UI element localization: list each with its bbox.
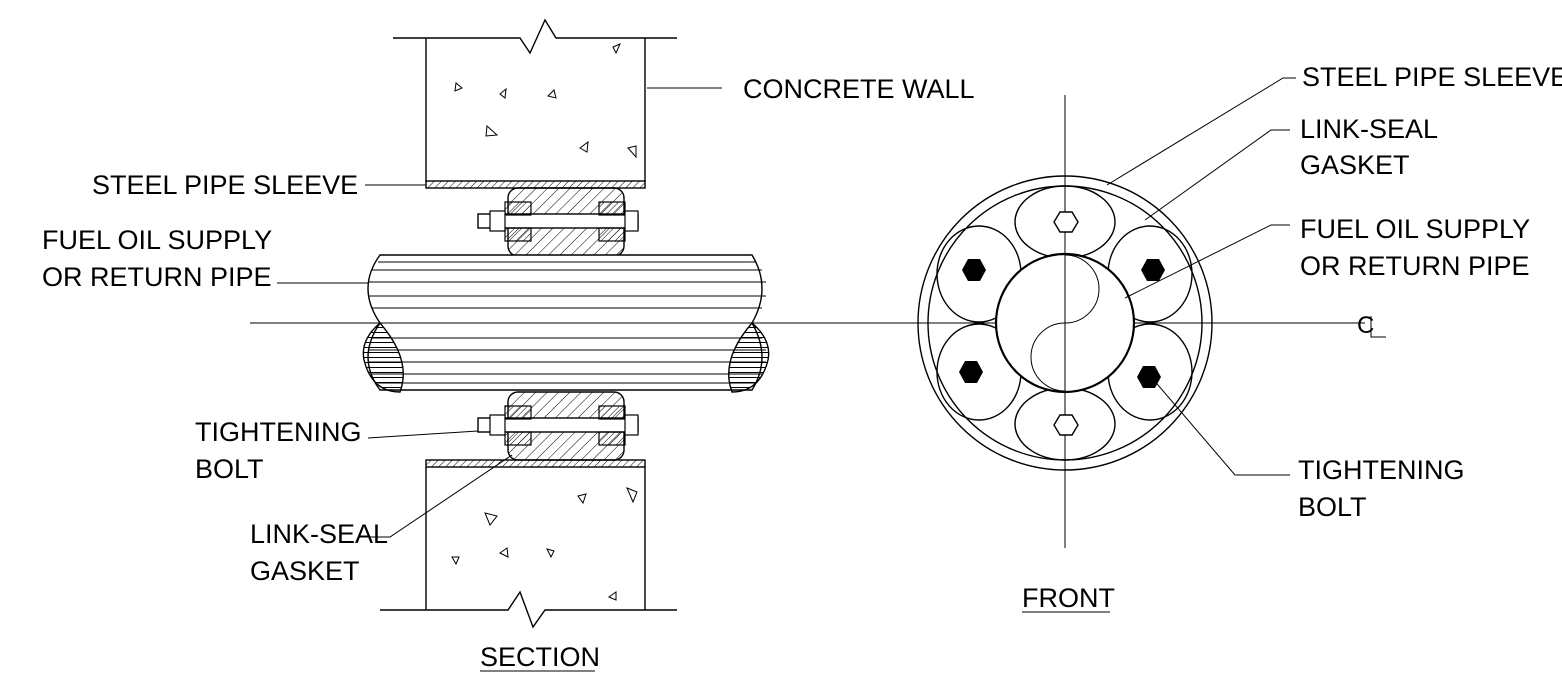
- steel-pipe-sleeve-front-label: STEEL PIPE SLEEVE: [1302, 62, 1562, 92]
- fuel-oil-section-label-line1: FUEL OIL SUPPLY: [42, 225, 272, 255]
- section-view: CONCRETE WALL STEEL PIPE SLEEVE FUEL OIL…: [42, 18, 975, 672]
- lower-link-seal: [477, 391, 639, 461]
- link-seal-front-label-line2: GASKET: [1300, 150, 1410, 180]
- bolt-head-lower-left: [959, 361, 983, 383]
- centerline-symbol-mark: [1370, 316, 1386, 338]
- aggregate-marks-upper: [454, 43, 637, 159]
- bolt-head-upper-right: [1141, 259, 1165, 281]
- concrete-wall-label: CONCRETE WALL: [743, 74, 975, 104]
- fuel-oil-pipe-section: [362, 254, 770, 393]
- section-leaders: [277, 87, 722, 538]
- bolt-head-upper-left: [962, 259, 986, 281]
- aggregate-marks-lower: [451, 487, 638, 601]
- centerline-symbol: C: [1357, 312, 1374, 339]
- upper-link-seal: [477, 187, 639, 257]
- tightening-bolt-front-label-line2: BOLT: [1298, 492, 1367, 522]
- hex-nut-bottom: [1053, 414, 1079, 436]
- fuel-oil-front-label-line2: OR RETURN PIPE: [1300, 251, 1530, 281]
- front-view: C STEEL PIPE SLEEVE LINK-SEAL GASKET FUE…: [917, 62, 1562, 613]
- fuel-oil-section-label-line2: OR RETURN PIPE: [42, 262, 272, 292]
- link-seal-section-label-line1: LINK-SEAL: [250, 519, 388, 549]
- lower-concrete-wall: [380, 467, 677, 629]
- upper-steel-sleeve: [425, 180, 646, 189]
- pipe-inner-arc-lower: [1030, 322, 1066, 392]
- link-seal-section-label-line2: GASKET: [250, 556, 360, 586]
- tightening-bolt-section-label-line2: BOLT: [195, 454, 264, 484]
- tightening-bolt-section-label-line1: TIGHTENING: [195, 417, 362, 447]
- upper-concrete-wall: [393, 18, 677, 182]
- steel-pipe-sleeve-section-label: STEEL PIPE SLEEVE: [92, 170, 358, 200]
- hex-nut-top: [1053, 211, 1079, 233]
- front-leaders: [1106, 77, 1296, 476]
- lower-steel-sleeve: [425, 459, 646, 468]
- tightening-bolt-front-label-line1: TIGHTENING: [1298, 455, 1465, 485]
- pipe-inner-arc-upper: [1064, 254, 1100, 324]
- link-seal-front-label-line1: LINK-SEAL: [1300, 114, 1438, 144]
- front-title: FRONT: [1022, 583, 1115, 613]
- bolt-head-lower-right: [1137, 366, 1161, 388]
- fuel-oil-front-label-line1: FUEL OIL SUPPLY: [1300, 214, 1530, 244]
- section-title: SECTION: [480, 642, 600, 672]
